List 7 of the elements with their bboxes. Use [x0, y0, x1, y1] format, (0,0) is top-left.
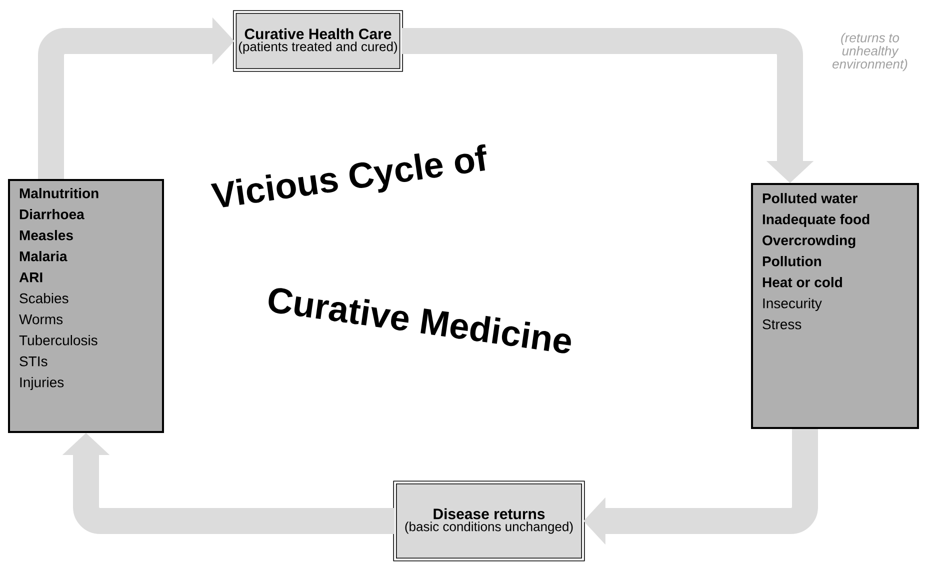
note: (returns to unhealthy environment) — [832, 32, 908, 72]
list-box: Malnutrition Diarrhoea Measles Malaria ARI Scabies Worms Tuberculosis STIs Injuries — [8, 179, 164, 433]
title-box: Curative Health Care (patients treated and cured) — [233, 10, 403, 72]
title-box: Disease returns (basic conditions unchanged) — [393, 480, 585, 562]
list-box: Polluted water Inadequate food Overcrowding Pollution Heat or cold Insecurity Stress — [751, 183, 919, 429]
cycle-heading: Curative Medicine — [268, 288, 571, 354]
cycle-heading: Vicious Cycle of — [210, 144, 487, 208]
